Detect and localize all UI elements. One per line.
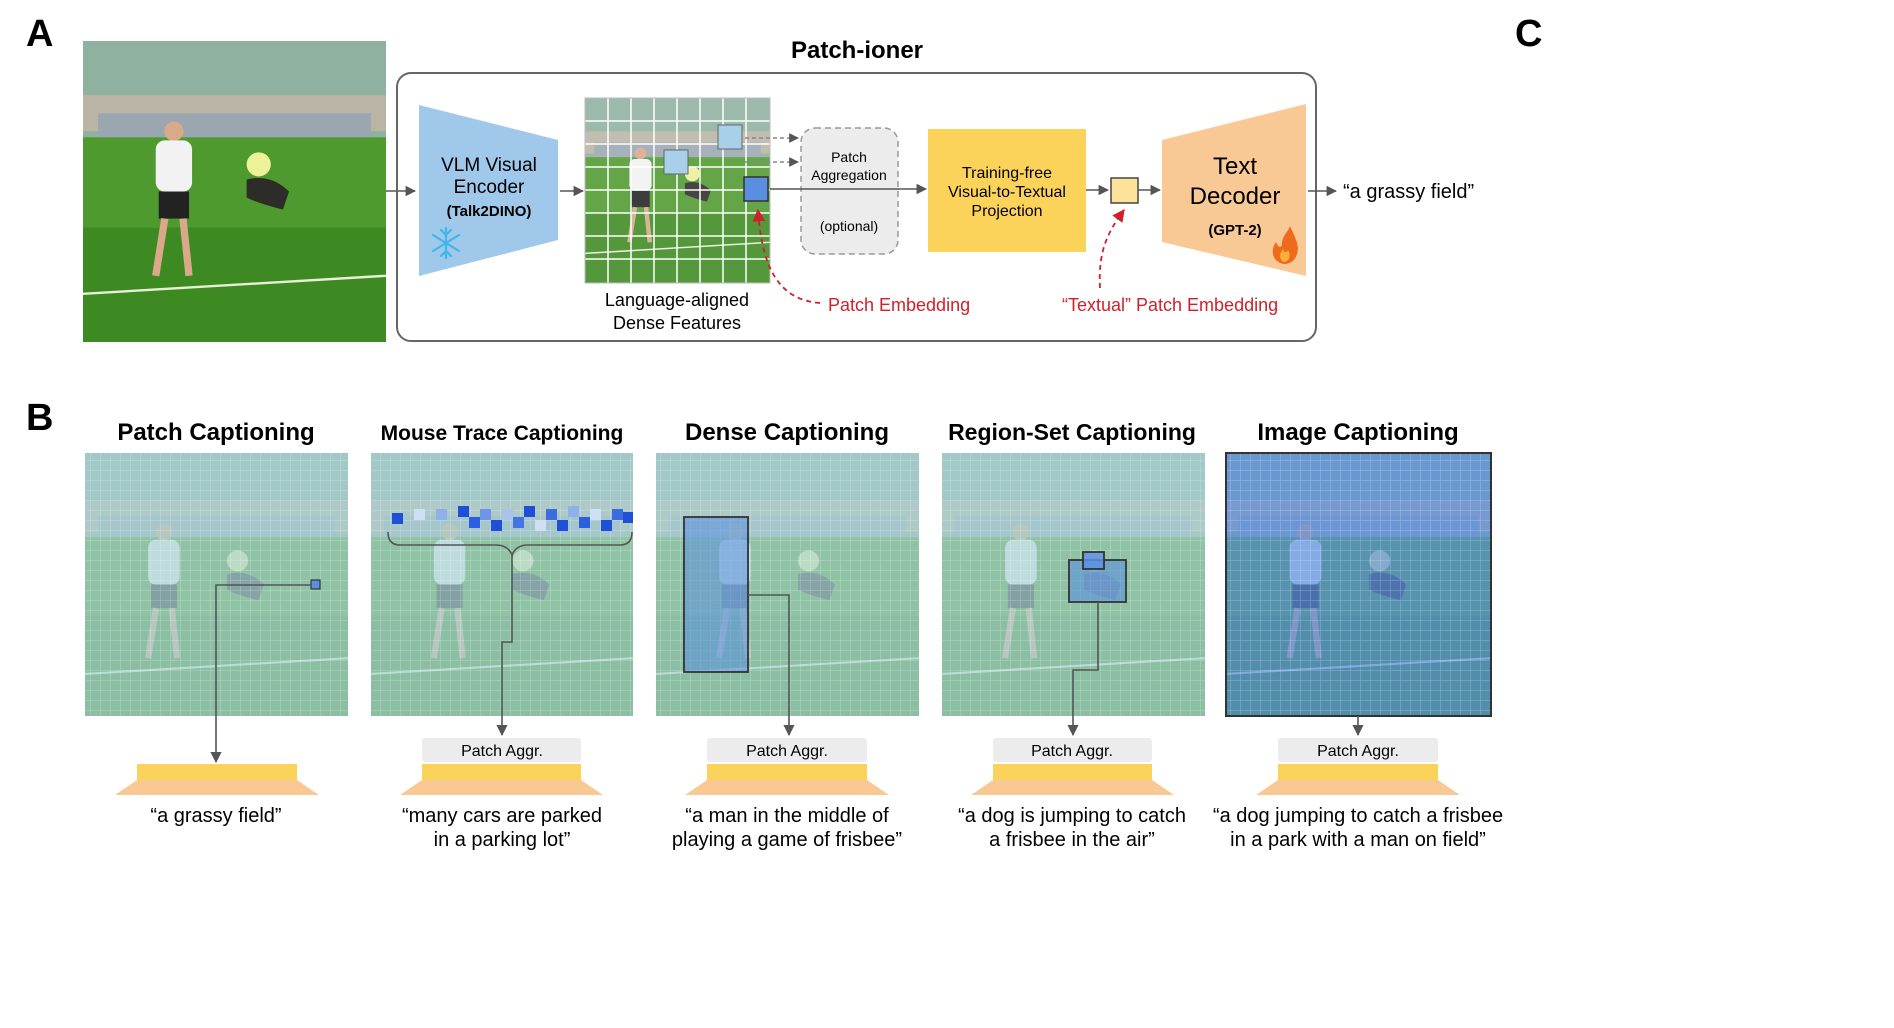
task-title-dense: Dense Captioning (685, 419, 889, 446)
snowflake-icon (431, 226, 461, 260)
region-box (683, 516, 749, 673)
decoder-model: (GPT-2) (1208, 222, 1261, 239)
pipeline-frame (396, 72, 1317, 342)
task-panel-mouse-trace (371, 453, 633, 737)
selected-patch (310, 579, 321, 590)
mouse-trace-patches (392, 506, 633, 531)
patch-aggregation-block: Patch Aggregation (optional) (800, 127, 899, 255)
textual-embedding-annotation: “Textual” Patch Embedding (1062, 295, 1278, 315)
aggr-pill: Patch Aggr. (993, 738, 1152, 762)
caption-region-set-1: “a dog is jumping to catch (958, 805, 1186, 827)
mini-pipeline (1256, 764, 1460, 795)
mini-pipeline (115, 764, 319, 795)
task-panel-region-set (942, 453, 1205, 737)
aggregation-label-2: Aggregation (811, 167, 887, 183)
aggr-pill: Patch Aggr. (422, 738, 581, 762)
output-caption: “a grassy field” (1343, 181, 1474, 203)
caption-image-2: in a park with a man on field” (1230, 829, 1486, 851)
dense-connector-arrow (748, 594, 795, 737)
pipeline-title: Patch-ioner (791, 37, 923, 64)
visual-encoder-block: VLM Visual Encoder (Talk2DINO) (419, 105, 558, 276)
panel-label-a: A (26, 13, 53, 55)
caption-dense-1: “a man in the middle of (685, 805, 889, 827)
patch-token (717, 124, 743, 150)
region-box (1082, 551, 1105, 570)
encoder-label-1: VLM Visual (441, 155, 537, 176)
patch-embedding-annotation: Patch Embedding (828, 295, 970, 315)
caption-region-set-2: a frisbee in the air” (989, 829, 1155, 851)
trace-connector-arrow (496, 555, 513, 737)
patch-token (663, 149, 689, 175)
caption-patch: “a grassy field” (150, 805, 281, 827)
textual-patch-token (1110, 177, 1139, 204)
task-title-mouse-trace: Mouse Trace Captioning (381, 422, 624, 445)
aggr-pill: Patch Aggr. (1278, 738, 1438, 762)
decoder-label-2: Decoder (1190, 183, 1281, 210)
dense-features-grid (584, 97, 771, 284)
projection-block: Training-free Visual-to-Textual Projecti… (928, 129, 1086, 252)
features-label-1: Language-aligned (605, 290, 749, 310)
projection-label-2: Visual-to-Textual (948, 184, 1066, 201)
patch-embedding-pointer (752, 208, 821, 304)
task-title-image: Image Captioning (1257, 419, 1458, 446)
selected-patch-token (743, 176, 769, 202)
region-connector-arrow (1067, 602, 1099, 737)
flame-icon (1272, 226, 1298, 264)
text-decoder-block: Text Decoder (GPT-2) (1162, 104, 1306, 276)
mini-pipeline (685, 764, 889, 795)
mini-pipeline (400, 764, 603, 795)
aggr-label: Patch Aggr. (1317, 743, 1399, 760)
patch-connector-arrow (210, 584, 311, 764)
aggr-label: Patch Aggr. (461, 743, 543, 760)
task-panel-image (1225, 452, 1492, 737)
decoder-label-1: Text (1213, 153, 1257, 180)
panel-label-c: C (1515, 13, 1542, 55)
projection-label-3: Projection (971, 203, 1042, 220)
input-photo (83, 41, 386, 342)
task-panel-dense (656, 453, 919, 737)
encoder-model: (Talk2DINO) (447, 203, 532, 220)
caption-dense-2: playing a game of frisbee” (672, 829, 902, 851)
projection-label-1: Training-free (962, 165, 1052, 182)
task-title-region-set: Region-Set Captioning (948, 419, 1196, 445)
aggregation-label-1: Patch (831, 149, 867, 165)
aggregation-note: (optional) (820, 218, 878, 234)
features-label-2: Dense Features (613, 313, 741, 333)
task-title-patch: Patch Captioning (117, 419, 314, 446)
textual-embedding-pointer (1098, 208, 1125, 289)
mini-pipeline (971, 764, 1174, 795)
encoder-label-2: Encoder (454, 177, 525, 198)
caption-image-1: “a dog jumping to catch a frisbee (1213, 805, 1503, 827)
caption-mouse-trace-1: “many cars are parked (402, 805, 602, 827)
aggr-label: Patch Aggr. (1031, 743, 1113, 760)
panel-label-b: B (26, 397, 53, 439)
caption-mouse-trace-2: in a parking lot” (434, 829, 571, 851)
aggr-label: Patch Aggr. (746, 743, 828, 760)
aggr-pill: Patch Aggr. (707, 738, 867, 762)
task-panel-patch (85, 453, 348, 764)
